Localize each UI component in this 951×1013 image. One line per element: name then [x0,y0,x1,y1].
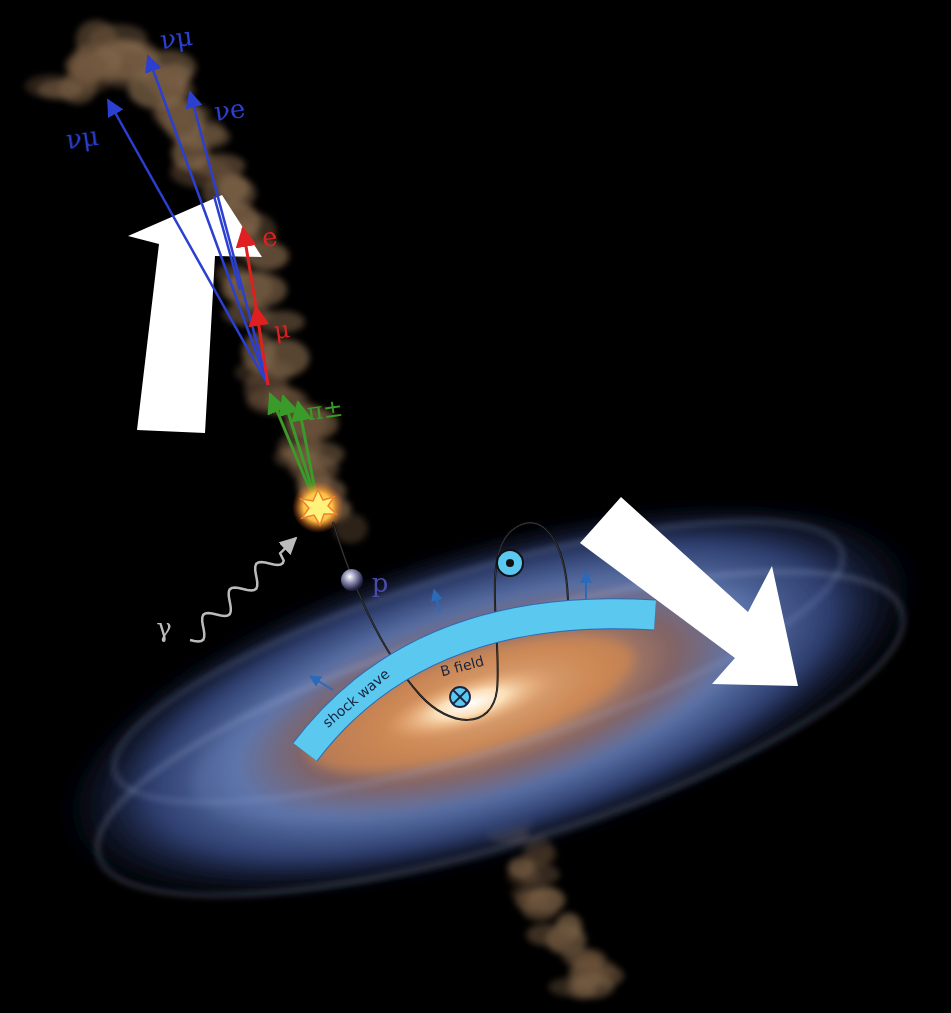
proton-label: p [372,570,389,596]
proton [341,569,363,591]
pion-label: π± [306,396,345,425]
photon-label: γ [156,615,172,641]
neutrino-label: νe [213,95,248,125]
band-label: shock wave [320,666,392,729]
band-shape [280,585,680,775]
neutrino-label: νμ [64,123,100,153]
electron-label: e [261,223,280,251]
neutrino-label: νμ [158,23,194,53]
white-arrow [580,497,798,686]
shock-wave-band: shock wave [280,585,680,775]
